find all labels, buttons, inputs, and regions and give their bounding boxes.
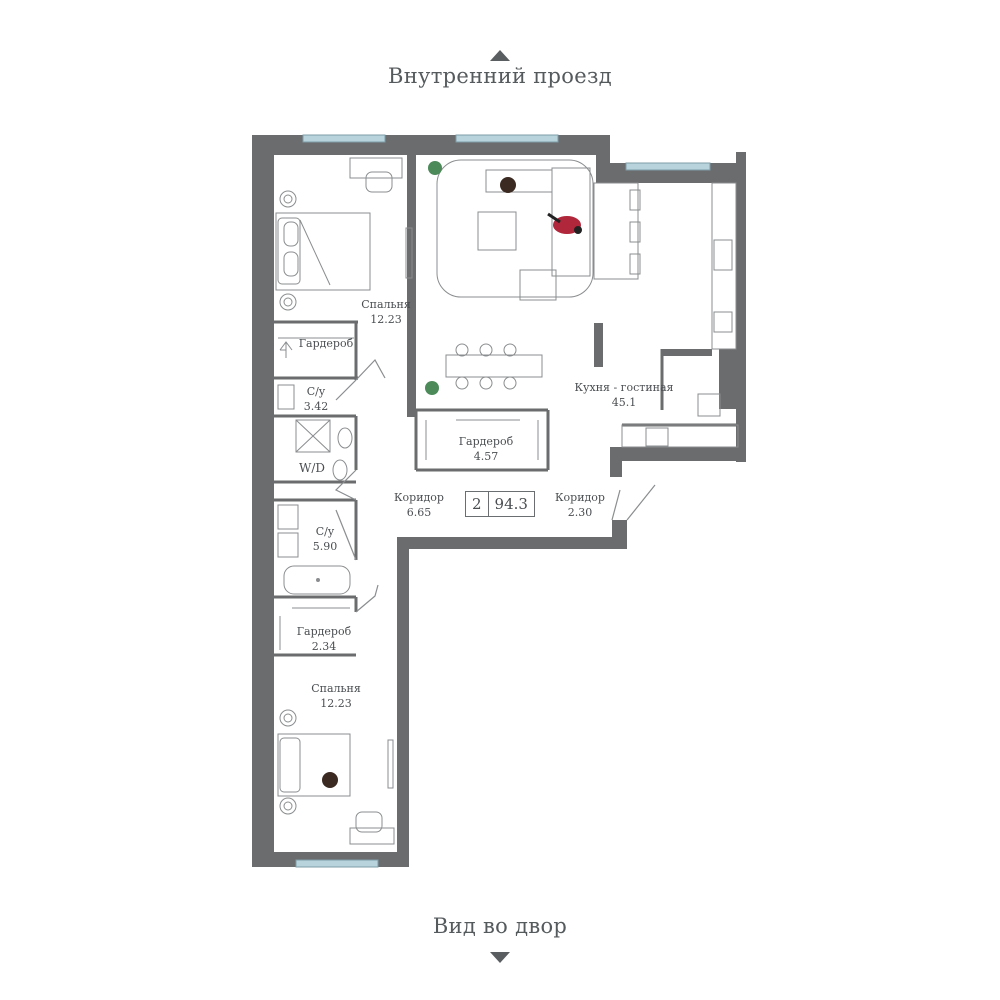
room-area: 6.65 (406, 506, 432, 519)
room-area: 12.23 (320, 697, 352, 710)
doors (334, 358, 656, 613)
bedroom-top-furniture (275, 157, 413, 311)
room-area: 2.34 (311, 640, 337, 653)
room-name: Гардероб (458, 435, 514, 448)
room-name: Кухня - гостиная (574, 381, 674, 394)
room-label-wardrobe-center: Гардероб 4.57 (451, 434, 521, 464)
room-name: W/D (299, 461, 325, 475)
south-arrow-icon (490, 952, 510, 963)
wardrobe-small-hangers (279, 607, 350, 650)
room-label-wardrobe-small: Гардероб 2.34 (293, 624, 355, 654)
room-label-bath-top: С/у 3.42 (296, 384, 336, 414)
room-name: С/у (315, 525, 335, 538)
room-area: 3.42 (303, 400, 329, 413)
dining-table (445, 343, 543, 390)
room-label-corridor-left: Коридор 6.65 (388, 490, 450, 520)
plant-icon (425, 381, 439, 395)
room-name: Гардероб (296, 625, 352, 638)
room-area: 5.90 (312, 540, 338, 553)
living-room-furniture (436, 159, 739, 448)
wardrobe-center-hangers (425, 419, 539, 460)
room-area: 4.57 (473, 450, 499, 463)
room-label-bedroom-top: Спальня 12.23 (356, 297, 416, 327)
room-label-wardrobe-top: Гардероб (295, 336, 357, 351)
room-label-corridor-right: Коридор 2.30 (549, 490, 611, 520)
room-name: С/у (306, 385, 326, 398)
room-area: 12.23 (370, 313, 402, 326)
room-name: Спальня (361, 298, 411, 311)
room-name: Спальня (311, 682, 361, 695)
bath-main-fixtures (277, 504, 351, 595)
room-name: Гардероб (298, 337, 354, 350)
room-label-washer: W/D (296, 461, 328, 476)
apartment-summary-badge: 2 94.3 (465, 491, 535, 517)
room-area: 45.1 (611, 396, 637, 409)
top-direction-label: Внутренний проезд (388, 64, 612, 88)
dog-icon (500, 177, 516, 193)
north-arrow-icon (490, 50, 510, 61)
windows (295, 134, 711, 868)
bottom-direction-label: Вид во двор (432, 914, 568, 938)
room-label-kitchen-living: Кухня - гостиная 45.1 (570, 380, 678, 410)
room-name: Коридор (394, 491, 444, 504)
dog-icon (322, 772, 338, 788)
person-icon (547, 212, 582, 234)
wardrobe-top-hangers (278, 337, 354, 358)
room-label-bath-main: С/у 5.90 (305, 524, 345, 554)
plant-icon (428, 161, 442, 175)
interior-walls (274, 320, 738, 657)
total-area: 94.3 (494, 495, 528, 513)
bath-top-fixtures (277, 384, 353, 481)
room-name: Коридор (555, 491, 605, 504)
rooms-count: 2 (466, 492, 489, 516)
bedroom-bottom-furniture (277, 709, 395, 845)
room-label-bedroom-bottom: Спальня 12.23 (306, 681, 366, 711)
room-area: 2.30 (567, 506, 593, 519)
